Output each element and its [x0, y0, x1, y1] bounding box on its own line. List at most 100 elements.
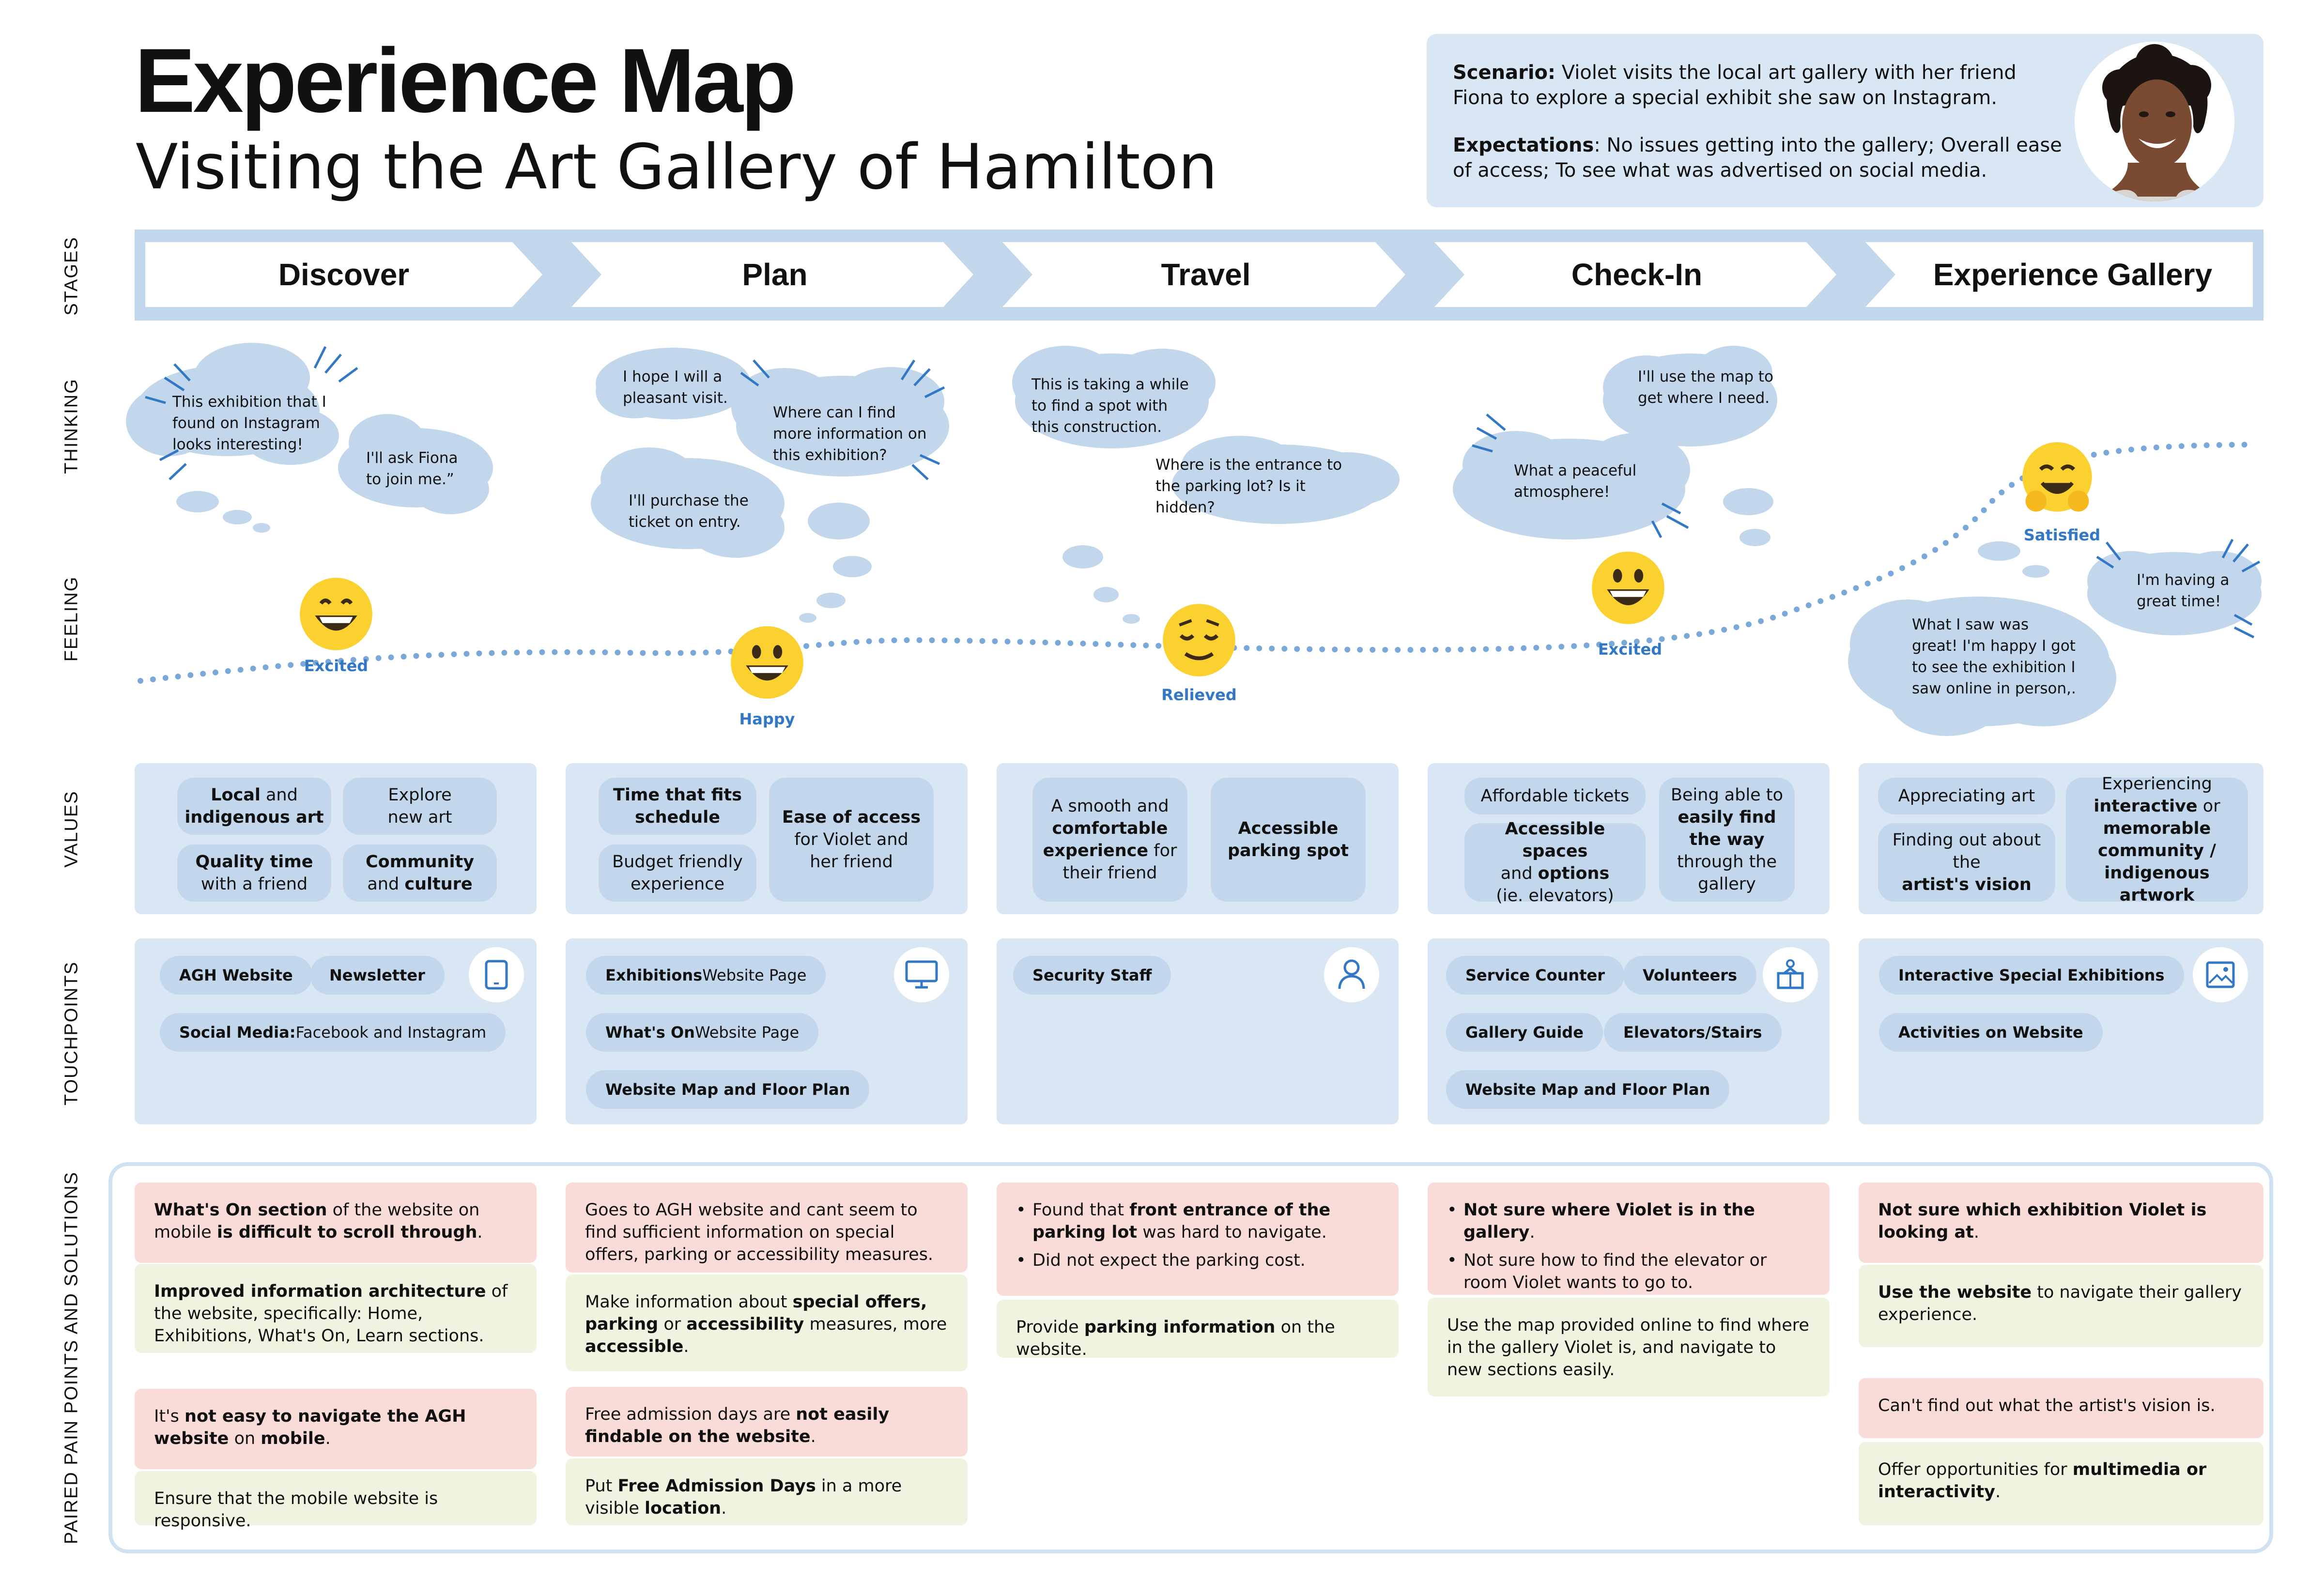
excited-face-icon	[1592, 552, 1664, 624]
thought-gallery-1: I'm having a great time!	[2137, 571, 2230, 610]
value-appreciating-art: Appreciating art	[1878, 778, 2055, 814]
stage-travel: Travel	[1161, 257, 1251, 292]
pain-list: Not sure where Violet is in the gallery.…	[1447, 1199, 1810, 1294]
value-text: options	[1538, 864, 1610, 883]
value-text: Ease of access	[782, 808, 921, 827]
pain-point-card: Can't find out what the artist's vision …	[1859, 1378, 2263, 1438]
thought-checkin-1: I'll use the map to get where I need.	[1638, 368, 1774, 407]
solution-text: Provide	[1016, 1318, 1084, 1337]
touchpoint-text: Facebook and Instagram	[295, 1023, 487, 1042]
feeling-label-checkin: Excited	[1598, 640, 1662, 659]
solution-text: of the website, specifically: Home, Exhi…	[154, 1282, 508, 1346]
touchpoint-activities-website: Activities on Website	[1879, 1013, 2103, 1052]
thought-travel-2: Where is the entrance to the parking lot…	[1155, 456, 1342, 516]
pain-text: on	[229, 1429, 261, 1448]
value-text: comfortable	[1052, 819, 1168, 838]
solution-card: Offer opportunities for multimedia or in…	[1859, 1442, 2263, 1525]
pain-text: .	[477, 1223, 483, 1242]
solution-card: Use the website to navigate their galler…	[1859, 1265, 2263, 1347]
solution-text: on the website.	[1016, 1318, 1335, 1359]
touchpoint-text: Social Media:	[179, 1023, 296, 1042]
touchpoint-agh-website: AGH Website	[160, 956, 312, 995]
feeling-label-travel: Relieved	[1161, 686, 1237, 704]
solution-text: Make information about	[585, 1292, 793, 1312]
thought-checkin-2: What a peaceful atmosphere!	[1514, 462, 1637, 501]
value-text: parking spot	[1227, 841, 1349, 860]
pain-list-item: Not sure how to find the elevator or roo…	[1447, 1249, 1810, 1294]
solution-text: multimedia or interactivity	[1878, 1460, 2207, 1502]
image-icon	[2193, 947, 2248, 1002]
touchpoint-newsletter: Newsletter	[310, 956, 445, 995]
value-text: and	[260, 785, 298, 805]
pain-list: Found that front entrance of the parking…	[1016, 1199, 1379, 1272]
touchpoint-elevators-stairs: Elevators/Stairs	[1604, 1013, 1782, 1052]
value-text: community /	[2097, 841, 2217, 860]
solution-text: Put	[585, 1476, 618, 1496]
row-label-touchpoints: TOUCHPOINTS	[61, 961, 82, 1105]
solution-text: Use the website	[1878, 1283, 2032, 1302]
thought-gallery-2: What I saw was great! I'm happy I got to…	[1912, 616, 2076, 697]
value-text: gallery	[1698, 875, 1756, 894]
touchpoint-text: Service Counter	[1465, 966, 1605, 984]
pain-point-card: Not sure which exhibition Violet is look…	[1859, 1182, 2263, 1263]
touchpoint-whats-on-page: What's On Website Page	[586, 1013, 819, 1052]
value-text: Being able to	[1671, 785, 1783, 805]
feeling-label-discover: Excited	[304, 657, 369, 675]
value-text: experience	[1043, 841, 1149, 860]
pain-text: It's	[154, 1407, 185, 1426]
pain-point-card: Found that front entrance of the parking…	[997, 1182, 1399, 1296]
scenario-label: Scenario:	[1453, 61, 1556, 84]
touchpoint-text: Activities on Website	[1898, 1023, 2083, 1042]
stage-arrows	[145, 242, 2253, 307]
value-text: her friend	[810, 852, 893, 872]
thought-travel-1: This is taking a while to find a spot wi…	[1031, 376, 1189, 436]
solution-text: Free Admission Days	[617, 1476, 816, 1496]
feeling-label-plan: Happy	[739, 710, 795, 728]
value-text: Accessible	[1238, 819, 1339, 838]
satisfied-hugging-face-icon	[2022, 442, 2092, 512]
expectations-text: : No issues getting into the gallery; Ov…	[1453, 134, 2062, 182]
pain-text: Did not expect the parking cost.	[1032, 1251, 1306, 1270]
pain-point-card: Goes to AGH website and cant seem to fin…	[566, 1182, 968, 1273]
pain-text: .	[810, 1427, 816, 1446]
value-text: easily find	[1678, 808, 1776, 827]
value-text: Quality time	[195, 852, 313, 872]
value-text: indigenous art	[185, 808, 324, 827]
solution-card: Put Free Admission Days in a more visibl…	[566, 1458, 968, 1525]
value-text: (ie. elevators)	[1496, 886, 1614, 905]
thought-discover-1: This exhibition that I found on Instagra…	[172, 393, 326, 453]
touchpoint-text: Volunteers	[1643, 966, 1738, 984]
scenario-paragraph: Scenario: Violet visits the local art ga…	[1453, 60, 2063, 110]
solution-text: accessibility	[686, 1315, 804, 1334]
pain-text: not easily findable on the website	[585, 1405, 890, 1446]
solution-text: or	[658, 1315, 687, 1334]
touchpoint-text: Interactive Special Exhibitions	[1898, 966, 2165, 984]
value-text: Time that fits	[613, 785, 742, 805]
feeling-label-gallery: Satisfied	[2023, 526, 2101, 544]
touchpoint-website-map-checkin: Website Map and Floor Plan	[1446, 1070, 1730, 1109]
thought-discover-2: I'll ask Fiona to join me.”	[366, 449, 458, 488]
touchpoint-interactive-exhibitions: Interactive Special Exhibitions	[1879, 956, 2184, 995]
solution-text: .	[683, 1337, 689, 1356]
solution-card: Ensure that the mobile website is respon…	[135, 1471, 537, 1531]
touchpoint-website-map-plan: Website Map and Floor Plan	[586, 1070, 870, 1109]
touchpoint-text: Website Page	[694, 1023, 800, 1042]
solution-card: Provide parking information on the websi…	[997, 1300, 1399, 1359]
pain-text: Found that	[1032, 1200, 1130, 1220]
solution-card: Improved information architecture of the…	[135, 1264, 537, 1353]
feeling-curve	[138, 442, 2260, 684]
value-text: culture	[404, 875, 473, 894]
value-text: new art	[387, 808, 452, 827]
solution-text: Offer opportunities for	[1878, 1460, 2073, 1479]
pain-list-item: Did not expect the parking cost.	[1016, 1249, 1379, 1272]
value-text: their friend	[1062, 863, 1157, 883]
pain-text: .	[325, 1429, 331, 1448]
solution-text: measures, more	[804, 1315, 947, 1334]
solution-text: Ensure that the mobile website is respon…	[154, 1489, 438, 1531]
touchpoint-text: Elevators/Stairs	[1623, 1023, 1762, 1042]
